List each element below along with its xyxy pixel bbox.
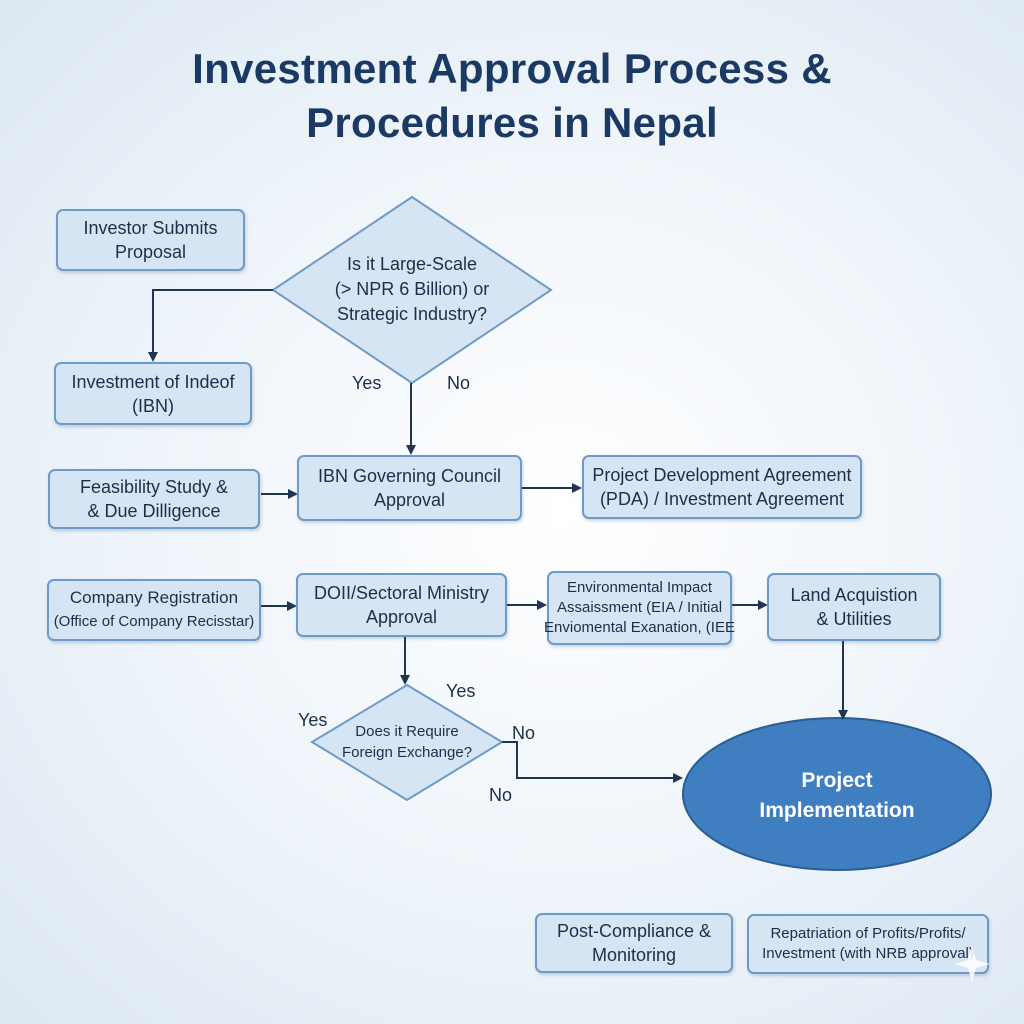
- node-text-line: Investment (with NRB approval): [762, 945, 974, 962]
- node-text-line: & Utilities: [816, 609, 892, 629]
- pda-box: Project Development Agreement (PDA) / In…: [582, 455, 862, 519]
- ministry-approval-box: DOII/Sectoral Ministry Approval: [296, 573, 507, 637]
- edge-label-forex-yes-left: Yes: [298, 710, 328, 730]
- node-text-line: Assaissment (EIA / Initial: [556, 599, 723, 616]
- forex-question: Does it Require Foreign Exchange?: [332, 721, 482, 763]
- land-acquisition-box: Land Acquistion & Utilities: [767, 573, 941, 641]
- node-text-line: Monitoring: [591, 945, 677, 965]
- oval-text-line: Project: [801, 769, 873, 792]
- node-text-line: (Office of Company Recisstar): [53, 613, 255, 630]
- decision-text-line: (> NPR 6 Billion) or: [334, 279, 490, 299]
- arrow-forex-to-implementation: [502, 741, 683, 783]
- post-compliance-box: Post-Compliance & Monitoring: [535, 913, 733, 973]
- oval-text-line: Implementation: [759, 799, 915, 822]
- node-text-line: (PDA) / Investment Agreement: [599, 489, 845, 509]
- node-text-line: Investment of Indeof: [71, 371, 235, 392]
- arrow-decision-to-ibn: [148, 289, 273, 362]
- company-registration-box: Company Registration (Office of Company …: [47, 579, 261, 641]
- ibn-box: Investment of Indeof (IBN): [54, 362, 252, 425]
- node-text-line: Land Acquistion: [790, 585, 918, 605]
- node-text-line: Project Development Agreement: [592, 465, 852, 485]
- title-line-2: Procedures in Nepal: [306, 99, 718, 146]
- node-text-line: Post-Compliance &: [556, 921, 712, 941]
- investor-submits-proposal-box: Investor Submits Proposal: [56, 209, 245, 271]
- edge-label-large-no: No: [447, 373, 471, 393]
- node-text-line: Repatriation of Profits/Profits/: [770, 925, 966, 942]
- implementation-oval: [682, 717, 992, 871]
- eia-box: Environmental Impact Assaissment (EIA / …: [544, 571, 735, 645]
- title-line-1: Investment Approval Process &: [192, 45, 832, 92]
- node-text-line: IBN Governing Council: [317, 466, 502, 486]
- node-text-line: Approval: [373, 490, 446, 510]
- edge-label-large-yes: Yes: [352, 373, 382, 393]
- edge-label-forex-no-bottom: No: [489, 785, 513, 805]
- sparkle-icon: [954, 946, 990, 982]
- feasibility-study-box: Feasibility Study & & Due Dilligence: [48, 469, 260, 529]
- edge-label-forex-yes-top: Yes: [446, 681, 476, 701]
- node-text-line: (IBN): [132, 395, 174, 416]
- node-text-line: Enviomental Exanation, (IEE: [544, 619, 735, 636]
- node-text-line: DOII/Sectoral Ministry: [313, 583, 490, 603]
- node-text-line: Investor Submits: [83, 218, 218, 238]
- node-text-line: Approval: [365, 607, 438, 627]
- decision-text-line: Is it Large-Scale: [346, 254, 478, 274]
- ibn-council-approval-box: IBN Governing Council Approval: [297, 455, 522, 521]
- node-text-line: Company Registration: [69, 588, 239, 607]
- node-text-line: Proposal: [114, 242, 187, 262]
- page-title: Investment Approval Process & Procedures…: [0, 42, 1024, 150]
- node-text-line: Environmental Impact: [566, 579, 713, 596]
- node-text-line: & Due Dilligence: [87, 501, 221, 521]
- decision-text-line: Foreign Exchange?: [341, 744, 473, 761]
- large-scale-question: Is it Large-Scale (> NPR 6 Billion) or S…: [312, 252, 512, 327]
- decision-text-line: Strategic Industry?: [336, 304, 488, 324]
- repatriation-box: Repatriation of Profits/Profits/ Investm…: [747, 914, 989, 974]
- implementation-label: Project Implementation: [707, 766, 967, 826]
- edge-label-forex-no-right: No: [512, 723, 536, 743]
- decision-text-line: Does it Require: [355, 723, 459, 740]
- forex-diamond: [310, 683, 504, 802]
- node-text-line: Feasibility Study &: [79, 477, 229, 497]
